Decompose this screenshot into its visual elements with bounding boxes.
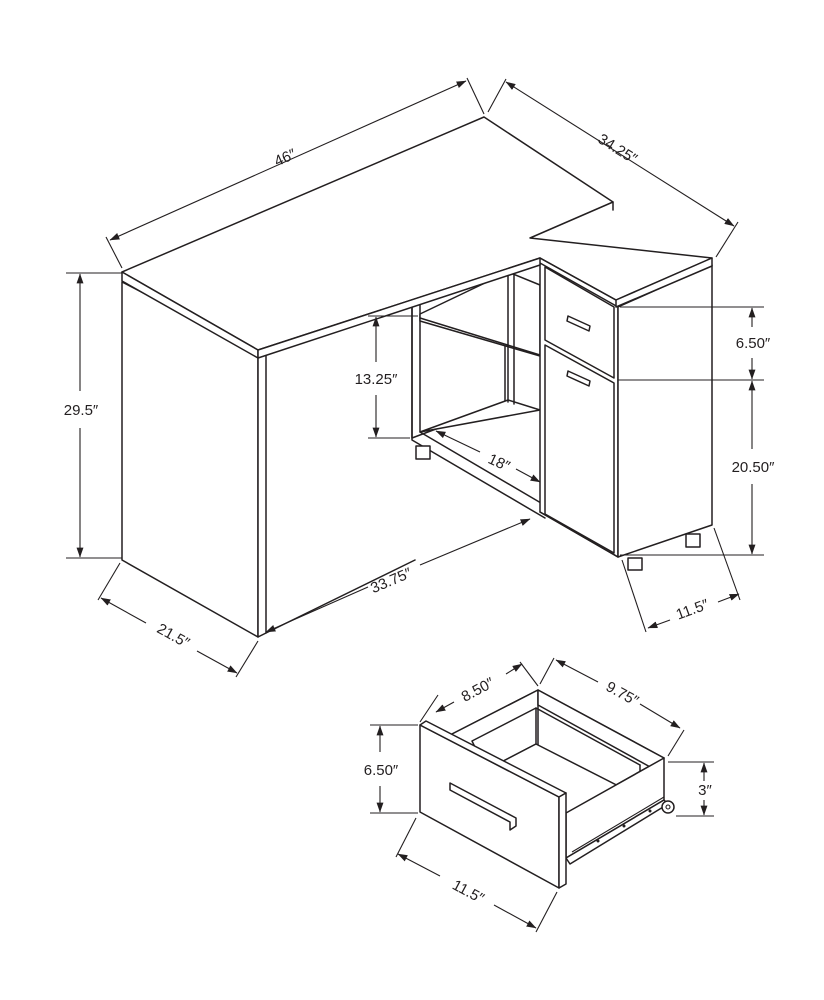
drawer-slide-wheel	[661, 800, 675, 814]
cabinet-foot-front	[627, 557, 643, 571]
dim-850-line-right	[505, 663, 523, 675]
dim-215-ext-right	[235, 640, 259, 678]
dim-46-line	[109, 80, 467, 241]
dim-215-label: 21.5″	[154, 620, 193, 652]
dim-3-label: 3″	[698, 782, 712, 799]
dim-215-ext-left	[97, 562, 121, 601]
dim-1325-label: 13.25″	[355, 371, 399, 388]
dim-115-ext-right	[713, 527, 741, 601]
drawer-illustration	[419, 689, 675, 889]
dim-215-line-right	[196, 650, 238, 674]
dim-3425-line	[505, 81, 735, 227]
dim-3425-label: 34.25″	[595, 131, 641, 168]
desk-top-return-edge	[615, 257, 713, 308]
dim-975-ext-left	[539, 657, 555, 685]
dim-115-line-right	[717, 593, 740, 603]
drawer-back-inner-top	[535, 707, 641, 766]
dim-295-label: 29.5″	[64, 402, 99, 419]
dim-d115-ext-left	[395, 817, 417, 858]
dim-850-ext-left	[419, 694, 439, 723]
dim-d115-line-left	[397, 853, 441, 877]
dim-850-label: 8.50″	[459, 674, 498, 706]
dim-46-ext-right	[466, 77, 485, 115]
drawer-slide-wheel-hub	[665, 804, 671, 810]
drawer-handle	[566, 315, 591, 332]
dim-850-ext-right	[519, 661, 539, 687]
desk-top-inner-edge	[257, 257, 541, 359]
cabinet-right-side	[617, 264, 713, 558]
dim-d115-line-right	[493, 904, 537, 929]
dim-975-ext-right	[667, 729, 685, 757]
drawer-front-handle	[449, 782, 517, 831]
drawer-slide-upper	[571, 796, 665, 853]
drawer-front-side-edge	[558, 792, 567, 889]
dim-3375-label: 33.75″	[368, 564, 415, 597]
dim-3375-line-right	[419, 518, 531, 566]
shelf-top-front	[419, 317, 541, 356]
dim-975-label: 9.75″	[603, 678, 642, 710]
cabinet-door	[544, 344, 615, 554]
dim-46-ext-left	[105, 236, 123, 269]
cabinet-bottom-edge	[539, 511, 619, 558]
dim-850-line-left	[435, 701, 455, 713]
shelf-unit-outer-edge	[411, 290, 546, 519]
dim-d115-label: 11.5″	[449, 877, 487, 908]
cabinet-foot-back	[685, 533, 701, 548]
rail-screw-3	[648, 809, 652, 813]
desk-top-corner-edge	[539, 257, 617, 301]
dim-d115-ext-right	[535, 891, 558, 933]
shelf-bottom-panel	[419, 399, 541, 433]
dim-3425-ext-left	[487, 78, 507, 113]
dim-d650-label: 6.50″	[364, 762, 399, 779]
dim-215-line-left	[100, 597, 147, 624]
rail-screw-1	[596, 839, 600, 843]
dim-975-line-left	[555, 659, 599, 683]
dim-2050-label: 20.50″	[732, 459, 776, 476]
dim-650-label: 6.50″	[736, 335, 771, 352]
dim-975-line-right	[639, 703, 681, 729]
dim-3425-ext-right	[715, 221, 739, 258]
dim-115-line-left	[647, 619, 671, 629]
dim-3375-line-left	[265, 586, 369, 633]
desk-foot-front	[415, 445, 431, 460]
dim-115-ext-left	[621, 559, 647, 633]
dim-18-line-left	[435, 430, 481, 453]
dim-18-label: 18″	[485, 451, 513, 476]
desk-left-front-edge	[257, 348, 267, 638]
dim-18-line-right	[515, 468, 541, 483]
dim-115-label: 11.5″	[674, 596, 712, 624]
door-handle	[566, 370, 591, 387]
rail-screw-2	[622, 824, 626, 828]
